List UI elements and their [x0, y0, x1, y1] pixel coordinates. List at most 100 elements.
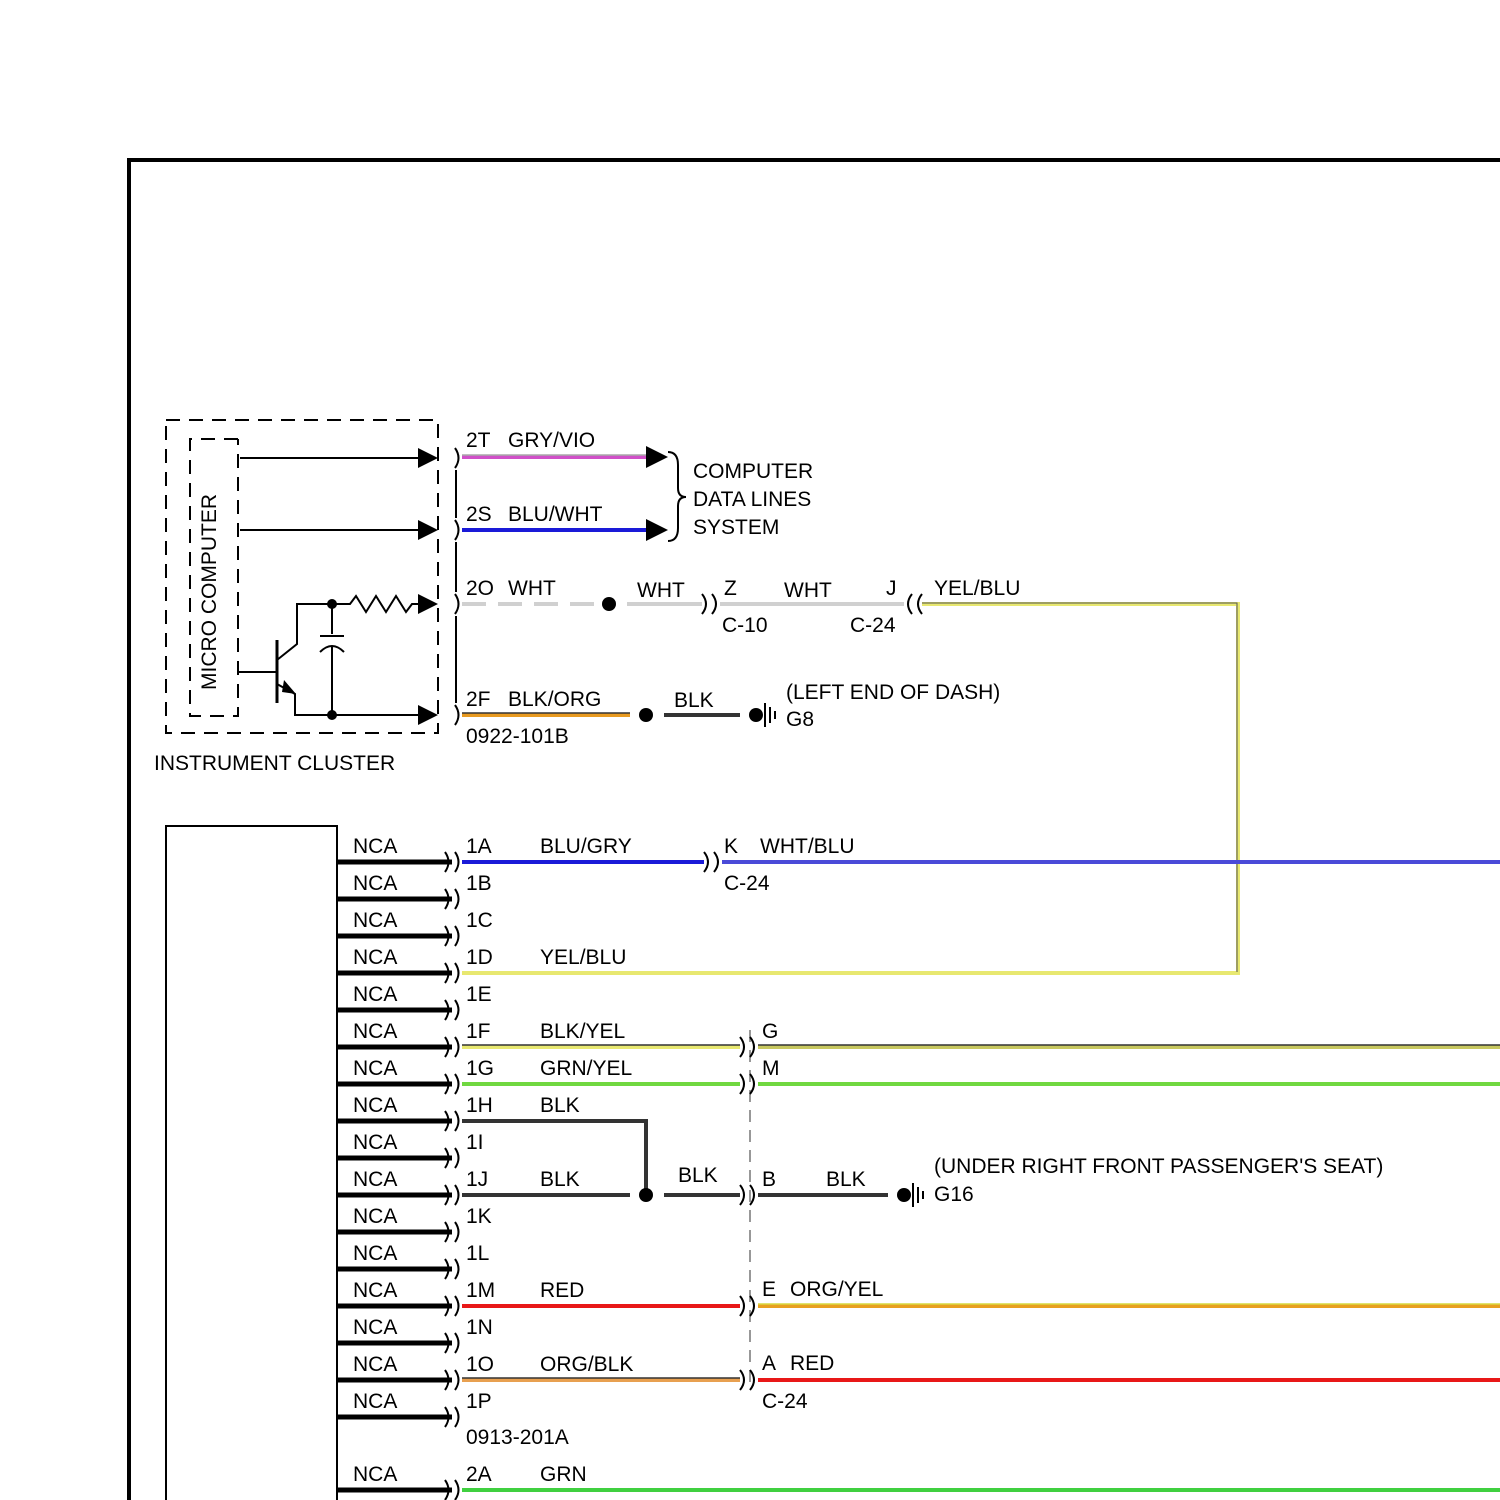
c24-pin-a: A: [762, 1352, 776, 1375]
data-line-arrow-2t: [646, 446, 668, 468]
pin-1f-label: 1F: [466, 1020, 491, 1043]
c10-connector: [702, 594, 716, 614]
pin-1n-nca: NCA: [353, 1316, 397, 1339]
pin-1g-wire-color: GRN/YEL: [540, 1057, 632, 1080]
c24-pin-m: M: [762, 1057, 780, 1080]
pin-2a-wire-color: GRN: [540, 1463, 587, 1486]
pin-1k-nca: NCA: [353, 1205, 397, 1228]
pin-1m-wire-color: RED: [540, 1279, 584, 1302]
c24-lower-label: C-24: [762, 1390, 808, 1413]
pin-z-label: Z: [724, 577, 737, 600]
data-line-arrow-2s: [646, 519, 668, 541]
g16-id: G16: [934, 1183, 974, 1206]
transistor-circuit: [238, 596, 436, 720]
yel-blu-out-label: YEL/BLU: [934, 577, 1020, 600]
ground-g16-icon: [897, 1183, 923, 1207]
c24-wire-e: ORG/YEL: [790, 1278, 883, 1301]
pin-2o-label: 2O: [466, 577, 494, 600]
pin-1h-nca: NCA: [353, 1094, 397, 1117]
pin-1m-nca: NCA: [353, 1279, 397, 1302]
wire-2o-color: WHT: [508, 577, 556, 600]
g8-location: (LEFT END OF DASH): [786, 681, 1000, 704]
pin-1a-wire-color: BLU/GRY: [540, 835, 632, 858]
g8-id: G8: [786, 708, 814, 731]
cluster-pin-brackets: [455, 448, 459, 725]
lower-module-pins: NCA1ABLU/GRYNCA1BNCA1CNCA1DYEL/BLUNCA1EN…: [337, 835, 633, 1500]
wire-2t-color: GRY/VIO: [508, 429, 595, 452]
c24-bracket-a: [740, 1370, 754, 1390]
wire-z-j-label: WHT: [784, 579, 832, 602]
pin-j-label: J: [886, 577, 897, 600]
data-lines-brace: [668, 452, 686, 541]
cluster-connector-id: 0922-101B: [466, 725, 569, 748]
wire-yel-blu-loop: [462, 604, 1238, 973]
wire-2f-color: BLK/ORG: [508, 688, 601, 711]
c24-bracket-g: [740, 1037, 754, 1057]
instrument-cluster: MICRO COMPUTER INSTRUMENT CLUSTER: [154, 420, 459, 775]
data-lines-text-1: COMPUTER: [693, 460, 813, 483]
pin-1h-wire-color: BLK: [540, 1094, 580, 1117]
pin-1p-label: 1P: [466, 1390, 492, 1413]
pin-2a-label: 2A: [466, 1463, 492, 1486]
resistor-symbol: [332, 596, 436, 612]
pin-1a-label: 1A: [466, 835, 492, 858]
c24-bracket-e: [740, 1296, 754, 1316]
pin-1k-label: 1K: [466, 1205, 492, 1228]
c24-bracket-m: [740, 1074, 754, 1094]
c24-j-connector: [908, 594, 922, 614]
pin-1i-label: 1I: [466, 1131, 484, 1154]
pin-1o-wire-color: ORG/BLK: [540, 1353, 633, 1376]
wire-k-label: WHT/BLU: [760, 835, 855, 858]
data-lines-text-2: DATA LINES: [693, 488, 811, 511]
pin-1c-label: 1C: [466, 909, 493, 932]
pin-1j-wire-color: BLK: [540, 1168, 580, 1191]
pin-1g-nca: NCA: [353, 1057, 397, 1080]
pin-1n-label: 1N: [466, 1316, 493, 1339]
pin-1i-nca: NCA: [353, 1131, 397, 1154]
pin-1o-label: 1O: [466, 1353, 494, 1376]
c24-upper-label: C-24: [850, 614, 896, 637]
c24-k-connector: [704, 852, 718, 872]
pin-2t-label: 2T: [466, 429, 491, 452]
pin-1f-wire-color: BLK/YEL: [540, 1020, 625, 1043]
wire-2s-color: BLU/WHT: [508, 503, 603, 526]
pin-1f-nca: NCA: [353, 1020, 397, 1043]
pin-1o-nca: NCA: [353, 1353, 397, 1376]
pin-2s-label: 2S: [466, 503, 492, 526]
pin-1p-nca: NCA: [353, 1390, 397, 1413]
c24-right-brackets: [740, 1037, 754, 1390]
lower-module-box: [166, 826, 337, 1500]
pin-1e-label: 1E: [466, 983, 492, 1006]
pin-2a-nca: NCA: [353, 1463, 397, 1486]
pin-1b-nca: NCA: [353, 872, 397, 895]
c24-pin-b: B: [762, 1168, 776, 1191]
pin-1g-label: 1G: [466, 1057, 494, 1080]
splice-wht-label: WHT: [637, 579, 685, 602]
splice-2f: [639, 708, 653, 722]
pin-1j-nca: NCA: [353, 1168, 397, 1191]
pin-2f-label: 2F: [466, 688, 491, 711]
pin-1l-label: 1L: [466, 1242, 489, 1265]
g8-wire-label: BLK: [674, 689, 714, 712]
pin-1d-wire-color: YEL/BLU: [540, 946, 626, 969]
pin-1c-nca: NCA: [353, 909, 397, 932]
pin-1a-nca: NCA: [353, 835, 397, 858]
data-lines-text-3: SYSTEM: [693, 516, 779, 539]
pin-1d-nca: NCA: [353, 946, 397, 969]
splice-blk-label: BLK: [678, 1164, 718, 1187]
splice-1j: [639, 1188, 653, 1202]
c24-pin-g: G: [762, 1020, 778, 1043]
micro-computer-label: MICRO COMPUTER: [198, 494, 221, 690]
g16-location: (UNDER RIGHT FRONT PASSENGER'S SEAT): [934, 1155, 1383, 1178]
pin-1e-nca: NCA: [353, 983, 397, 1006]
c10-label: C-10: [722, 614, 768, 637]
pin-1h-label: 1H: [466, 1094, 493, 1117]
ground-g8-icon: [749, 703, 775, 727]
pin-1l-nca: NCA: [353, 1242, 397, 1265]
c24-pin-e: E: [762, 1278, 776, 1301]
c24-k-label: C-24: [724, 872, 770, 895]
pin-k-label: K: [724, 835, 738, 858]
pin-1b-label: 1B: [466, 872, 492, 895]
c24-wire-b: BLK: [826, 1168, 866, 1191]
